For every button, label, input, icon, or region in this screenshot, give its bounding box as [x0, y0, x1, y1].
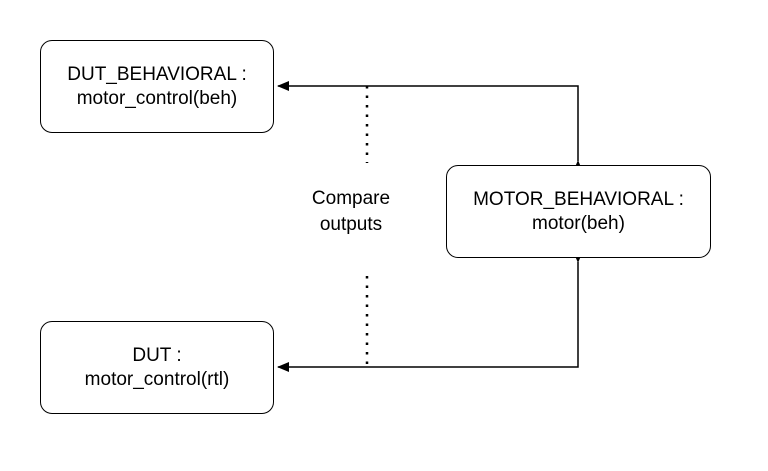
- dut-node-title: DUT :: [132, 344, 182, 366]
- compare-outputs-label: Compare outputs: [296, 186, 406, 238]
- compare-outputs-label-line1: Compare: [311, 188, 391, 209]
- connector-dut-motor: [277, 251, 583, 372]
- dut-node-subtitle: motor_control(rtl): [84, 368, 230, 390]
- dut-behavioral-node-title: DUT_BEHAVIORAL :: [67, 63, 247, 85]
- dut-node[interactable]: DUT : motor_control(rtl): [40, 321, 274, 414]
- motor-behavioral-node-title: MOTOR_BEHAVIORAL :: [473, 188, 684, 210]
- motor-behavioral-node[interactable]: MOTOR_BEHAVIORAL : motor(beh): [446, 165, 711, 258]
- motor-behavioral-node-subtitle: motor(beh): [532, 212, 625, 234]
- dut-behavioral-node[interactable]: DUT_BEHAVIORAL : motor_control(beh): [40, 40, 274, 133]
- compare-outputs-label-line2: outputs: [319, 214, 383, 235]
- connector-dut-beh-motor: [277, 81, 583, 172]
- dut-behavioral-node-subtitle: motor_control(beh): [76, 87, 238, 109]
